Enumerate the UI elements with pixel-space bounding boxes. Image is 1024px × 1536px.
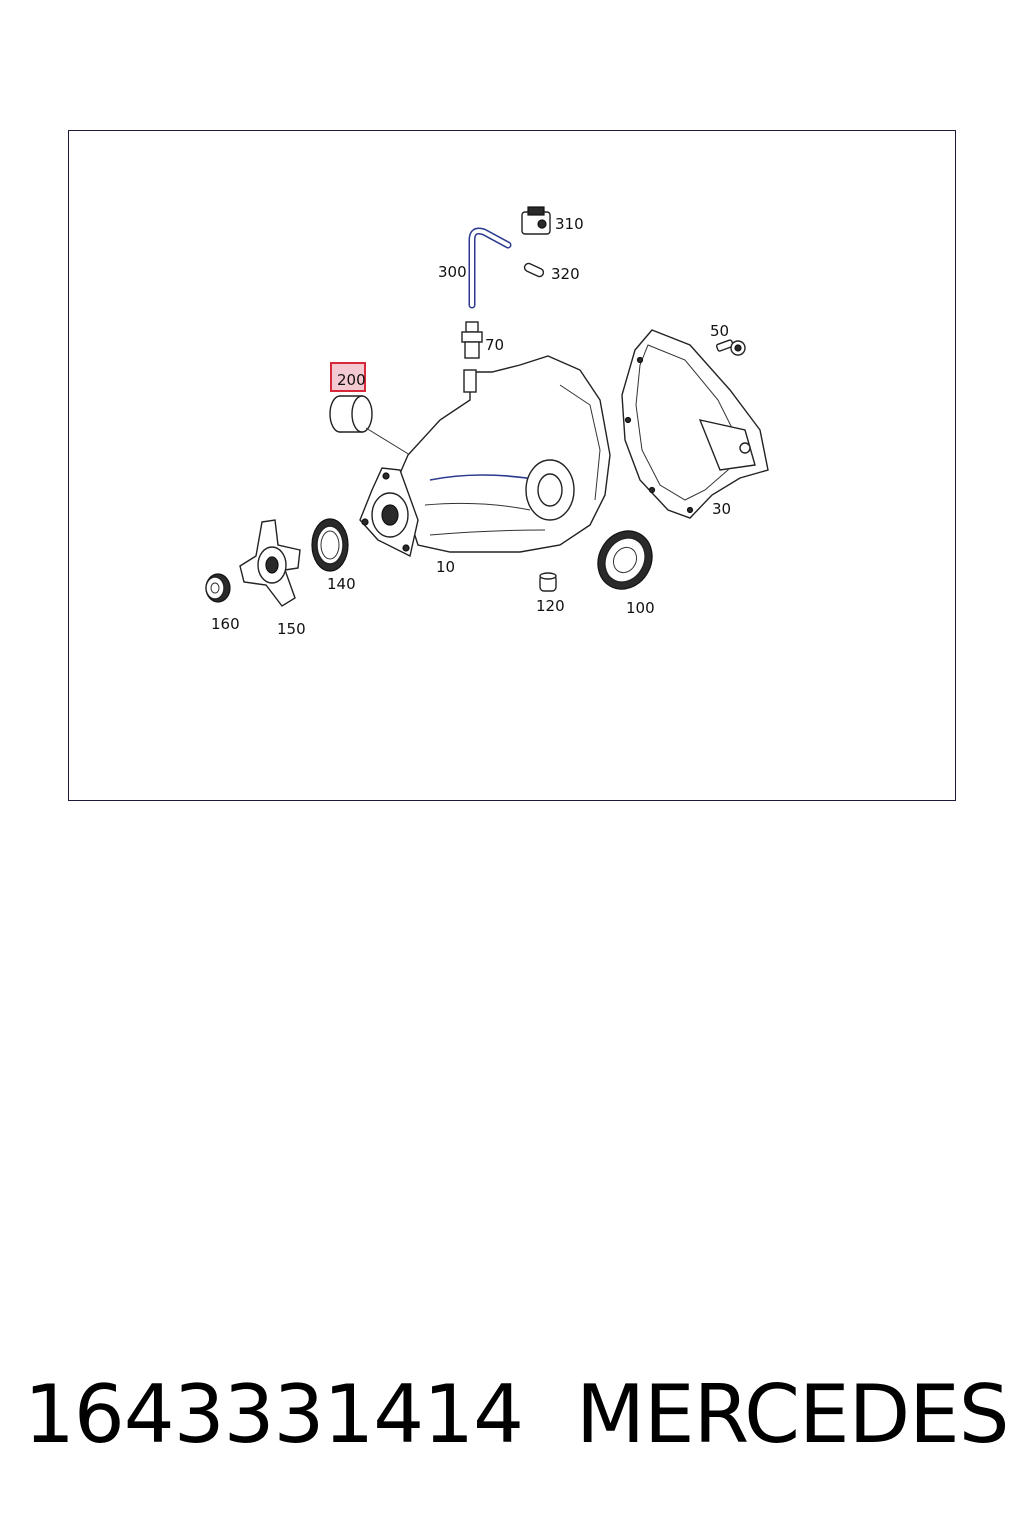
callout-label-70: 70 <box>485 336 504 354</box>
callout-label-200: 200 <box>337 371 366 389</box>
callout-label-10: 10 <box>436 558 455 576</box>
bushing-part[interactable] <box>329 395 411 456</box>
breather-hose-part[interactable] <box>468 227 512 309</box>
drive-flange-part[interactable] <box>239 519 301 607</box>
part-number: 1643331414 <box>24 1368 524 1461</box>
callout-label-30: 30 <box>712 500 731 518</box>
differential-housing-part[interactable] <box>359 355 611 558</box>
hose-clip-part[interactable] <box>521 206 551 235</box>
pin-part[interactable] <box>523 262 545 278</box>
footer: 1643331414 MERCEDES <box>24 1368 1014 1468</box>
drain-plug-part[interactable] <box>539 572 557 592</box>
highlight-box <box>330 362 366 392</box>
callout-label-50: 50 <box>710 322 729 340</box>
rear-cover-part[interactable] <box>621 329 769 519</box>
bolt-part[interactable] <box>715 339 746 356</box>
callout-label-120: 120 <box>536 597 565 615</box>
shaft-seal-part[interactable] <box>311 518 349 572</box>
callout-label-150: 150 <box>277 620 306 638</box>
callout-label-140: 140 <box>327 575 356 593</box>
collar-nut-part[interactable] <box>205 573 231 603</box>
callout-label-300: 300 <box>438 263 467 281</box>
side-seal-part[interactable] <box>587 521 662 599</box>
callout-label-100: 100 <box>626 599 655 617</box>
callout-label-160: 160 <box>211 615 240 633</box>
callout-label-310: 310 <box>555 215 584 233</box>
brand-name: MERCEDES <box>576 1368 1010 1461</box>
breather-fitting-part[interactable] <box>461 321 483 359</box>
diagram-frame <box>68 130 956 801</box>
callout-label-320: 320 <box>551 265 580 283</box>
